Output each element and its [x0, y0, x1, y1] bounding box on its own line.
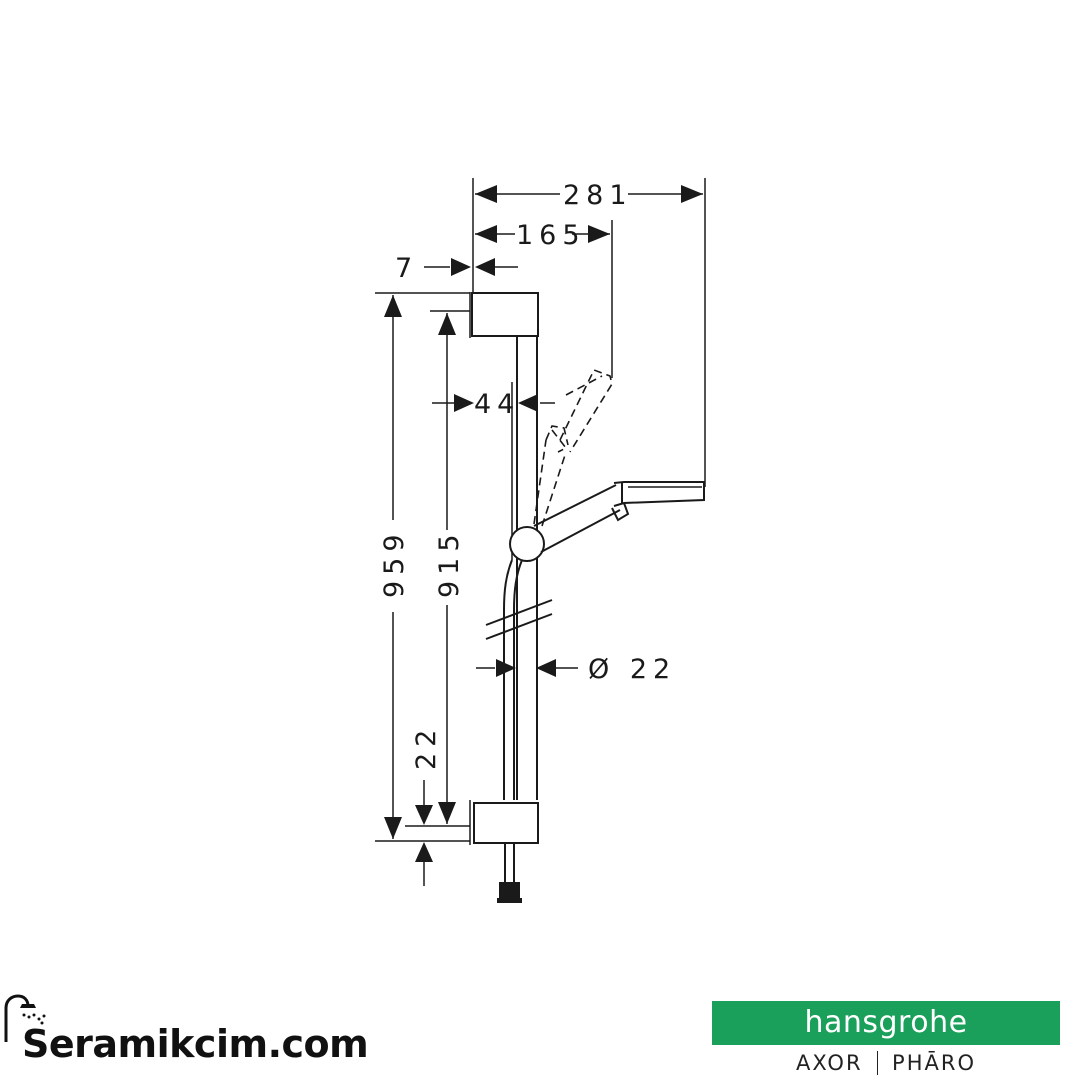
dim-7-label: 7 [395, 253, 418, 284]
dim-diameter-label: Ø 22 [588, 654, 676, 685]
site-name: Seramikcim.com [22, 1022, 369, 1066]
dimension-bar-spacing: 44 [432, 389, 555, 420]
dimension-bottom-offset: 22 [411, 724, 442, 886]
handshower [533, 481, 705, 553]
dim-281-label: 281 [563, 180, 633, 211]
sub-brand-left: AXOR [796, 1051, 863, 1075]
extension-lines [375, 178, 706, 842]
sub-brand-row: AXOR PHĀRO [712, 1048, 1060, 1078]
handshower-alternate-position [533, 368, 613, 527]
dimension-overall-width: 281 [475, 180, 703, 211]
sub-brand-divider [876, 1051, 879, 1075]
dimension-handshower-width: 165 [475, 220, 610, 251]
dim-22-vertical-label: 22 [411, 724, 442, 770]
shower-icon [4, 994, 46, 1042]
dim-915-label: 915 [434, 528, 465, 598]
dimension-wall-offset: 7 [395, 253, 518, 284]
dim-959-label: 959 [379, 528, 410, 598]
dimension-overall-height: 959 [379, 295, 410, 839]
shower-hose [503, 559, 523, 800]
bottom-wall-bracket [469, 800, 539, 845]
brand-logo: hansgrohe [712, 1001, 1060, 1045]
top-wall-bracket [469, 292, 539, 338]
dim-44-label: 44 [474, 389, 520, 420]
dimension-mount-height: 915 [434, 313, 465, 824]
break-marks [485, 599, 553, 640]
dim-165-label: 165 [516, 220, 586, 251]
site-logo [0, 990, 400, 1070]
dimension-bar-diameter: Ø 22 [476, 654, 676, 685]
sub-brand-right: PHĀRO [892, 1051, 976, 1075]
slider-knob [509, 526, 545, 562]
hose-connector [497, 843, 522, 903]
